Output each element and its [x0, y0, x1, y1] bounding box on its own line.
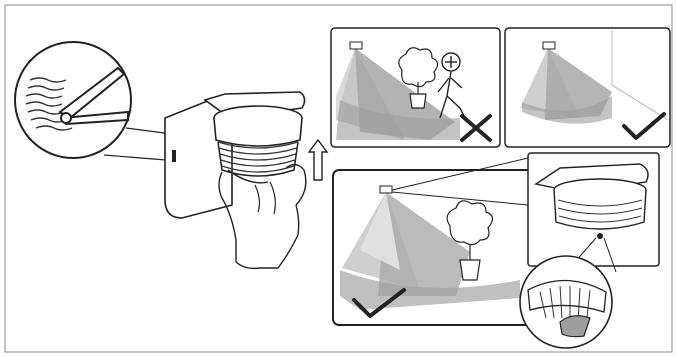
mask-magnifier — [520, 256, 612, 348]
magnifier-circle — [15, 42, 131, 158]
sensor-detail-panel — [528, 153, 659, 272]
correct-placement-panel — [505, 28, 670, 147]
wrong-placement-panel — [331, 28, 500, 147]
